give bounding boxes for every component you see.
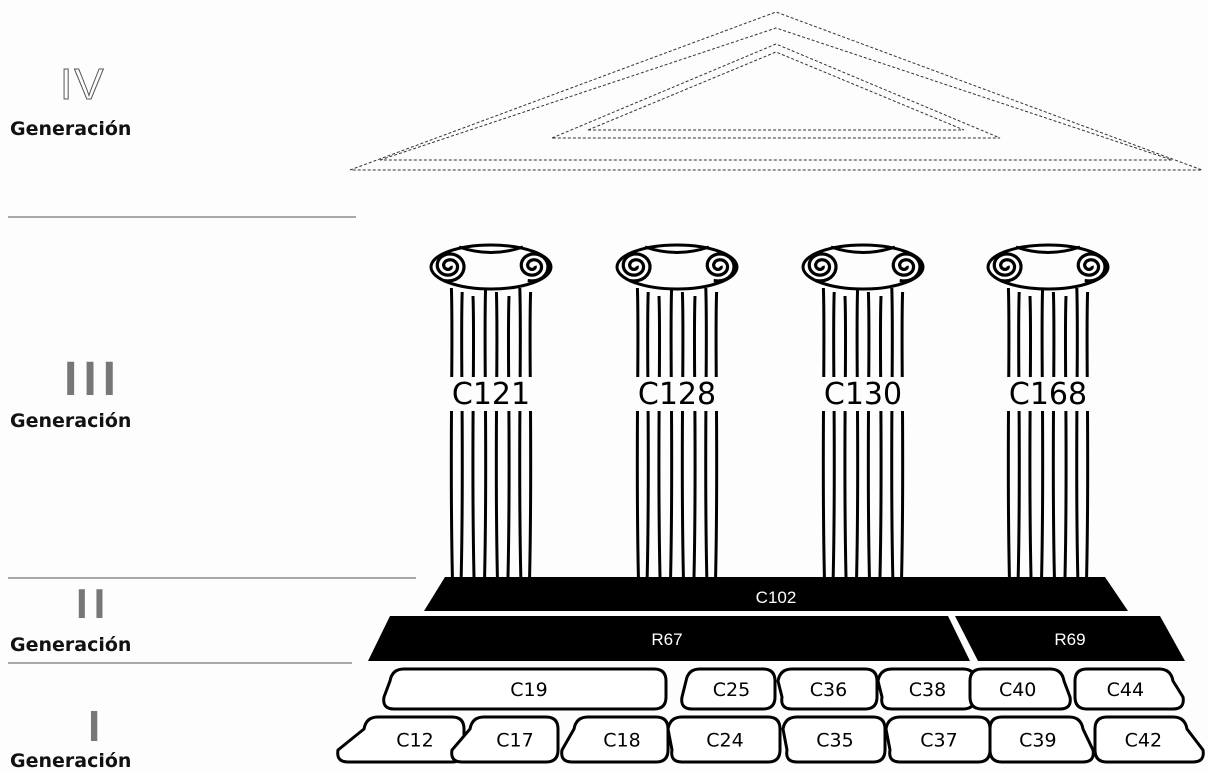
gen-iii-label: Generación xyxy=(10,410,132,432)
beam-c102: C102 xyxy=(424,577,1128,611)
gen-i-numeral: I xyxy=(88,702,105,751)
stone-c36: C36 xyxy=(776,667,879,711)
column-flute xyxy=(900,291,905,578)
stone-label: C19 xyxy=(510,679,547,701)
column-capital-icon xyxy=(429,243,553,291)
stone-label: C35 xyxy=(816,730,853,752)
column-flute xyxy=(645,291,650,578)
beam-c102-label: C102 xyxy=(756,588,797,607)
stone-c37: C37 xyxy=(884,715,992,764)
stone-label: C40 xyxy=(999,679,1036,701)
stone-c18: C18 xyxy=(560,715,670,764)
column-flute xyxy=(518,287,523,578)
column-flute xyxy=(459,291,464,578)
stone-c24: C24 xyxy=(666,715,782,764)
beam-r67: R67 xyxy=(368,616,970,661)
stone-c40: C40 xyxy=(968,667,1072,711)
column-label: C128 xyxy=(638,377,716,412)
column-flute xyxy=(506,295,511,578)
column-flute xyxy=(1006,287,1011,578)
column-flute xyxy=(1040,287,1045,578)
stone-label: C18 xyxy=(603,730,640,752)
column-c121: C121 xyxy=(429,243,553,578)
column-flute xyxy=(692,295,697,578)
beam-r69-label: R69 xyxy=(1054,630,1085,649)
column-flute xyxy=(449,287,454,578)
stone-c38: C38 xyxy=(876,667,977,711)
column-capital-icon xyxy=(801,243,925,291)
stone-label: C38 xyxy=(909,679,946,701)
column-flute xyxy=(528,291,533,578)
column-flute xyxy=(843,295,848,578)
column-label: C130 xyxy=(824,377,902,412)
columns: C121 C128 C130 C168 xyxy=(429,243,1110,578)
gen-iv-numeral: IV xyxy=(60,60,106,110)
stone-c19: C19 xyxy=(382,667,668,711)
column-flute xyxy=(680,291,685,578)
column-flute xyxy=(1028,295,1033,578)
column-flute xyxy=(635,287,640,578)
column-flute xyxy=(890,287,895,578)
gen-i-label: Generación xyxy=(10,750,132,772)
column-capital-icon xyxy=(986,243,1110,291)
column-label: C121 xyxy=(452,377,530,412)
stone-c17: C17 xyxy=(450,715,560,764)
gen-iv-label: Generación xyxy=(10,118,132,140)
column-flute xyxy=(483,287,488,578)
column-flute xyxy=(1085,291,1090,578)
column-flute xyxy=(669,287,674,578)
column-c168: C168 xyxy=(986,243,1110,578)
beam-r67-label: R67 xyxy=(651,630,682,649)
column-c128: C128 xyxy=(615,243,739,578)
stone-c25: C25 xyxy=(680,667,777,711)
stone-c39: C39 xyxy=(988,715,1095,764)
column-flute xyxy=(657,295,662,578)
pediment-roof xyxy=(349,11,1203,171)
column-flute xyxy=(1075,287,1080,578)
stone-label: C37 xyxy=(920,730,957,752)
column-flute xyxy=(855,287,860,578)
column-flute xyxy=(1051,291,1056,578)
stone-label: C36 xyxy=(810,679,847,701)
stone-label: C25 xyxy=(713,679,750,701)
gen-iii-numeral: III xyxy=(64,353,123,406)
stone-label: C12 xyxy=(396,730,433,752)
column-flute xyxy=(471,295,476,578)
column-flute xyxy=(704,287,709,578)
column-flute xyxy=(821,287,826,578)
column-c130: C130 xyxy=(801,243,925,578)
stone-c35: C35 xyxy=(781,715,887,764)
column-label: C168 xyxy=(1009,377,1087,412)
stone-c12: C12 xyxy=(336,715,466,764)
stone-label: C17 xyxy=(496,730,533,752)
column-flute xyxy=(714,291,719,578)
stone-label: C24 xyxy=(706,730,743,752)
stone-label: C42 xyxy=(1125,730,1162,752)
stone-label: C39 xyxy=(1019,730,1056,752)
column-capital-icon xyxy=(615,243,739,291)
column-flute xyxy=(494,291,499,578)
gen-ii-numeral: II xyxy=(76,580,112,627)
beam-r69: R69 xyxy=(955,616,1185,661)
column-flute xyxy=(831,291,836,578)
column-flute xyxy=(878,295,883,578)
stone-c42: C42 xyxy=(1093,715,1205,764)
column-flute xyxy=(1063,295,1068,578)
stone-label: C44 xyxy=(1107,679,1144,701)
stone-c44: C44 xyxy=(1073,667,1185,711)
gen-ii-label: Generación xyxy=(10,634,132,656)
column-flute xyxy=(1016,291,1021,578)
column-flute xyxy=(866,291,871,578)
